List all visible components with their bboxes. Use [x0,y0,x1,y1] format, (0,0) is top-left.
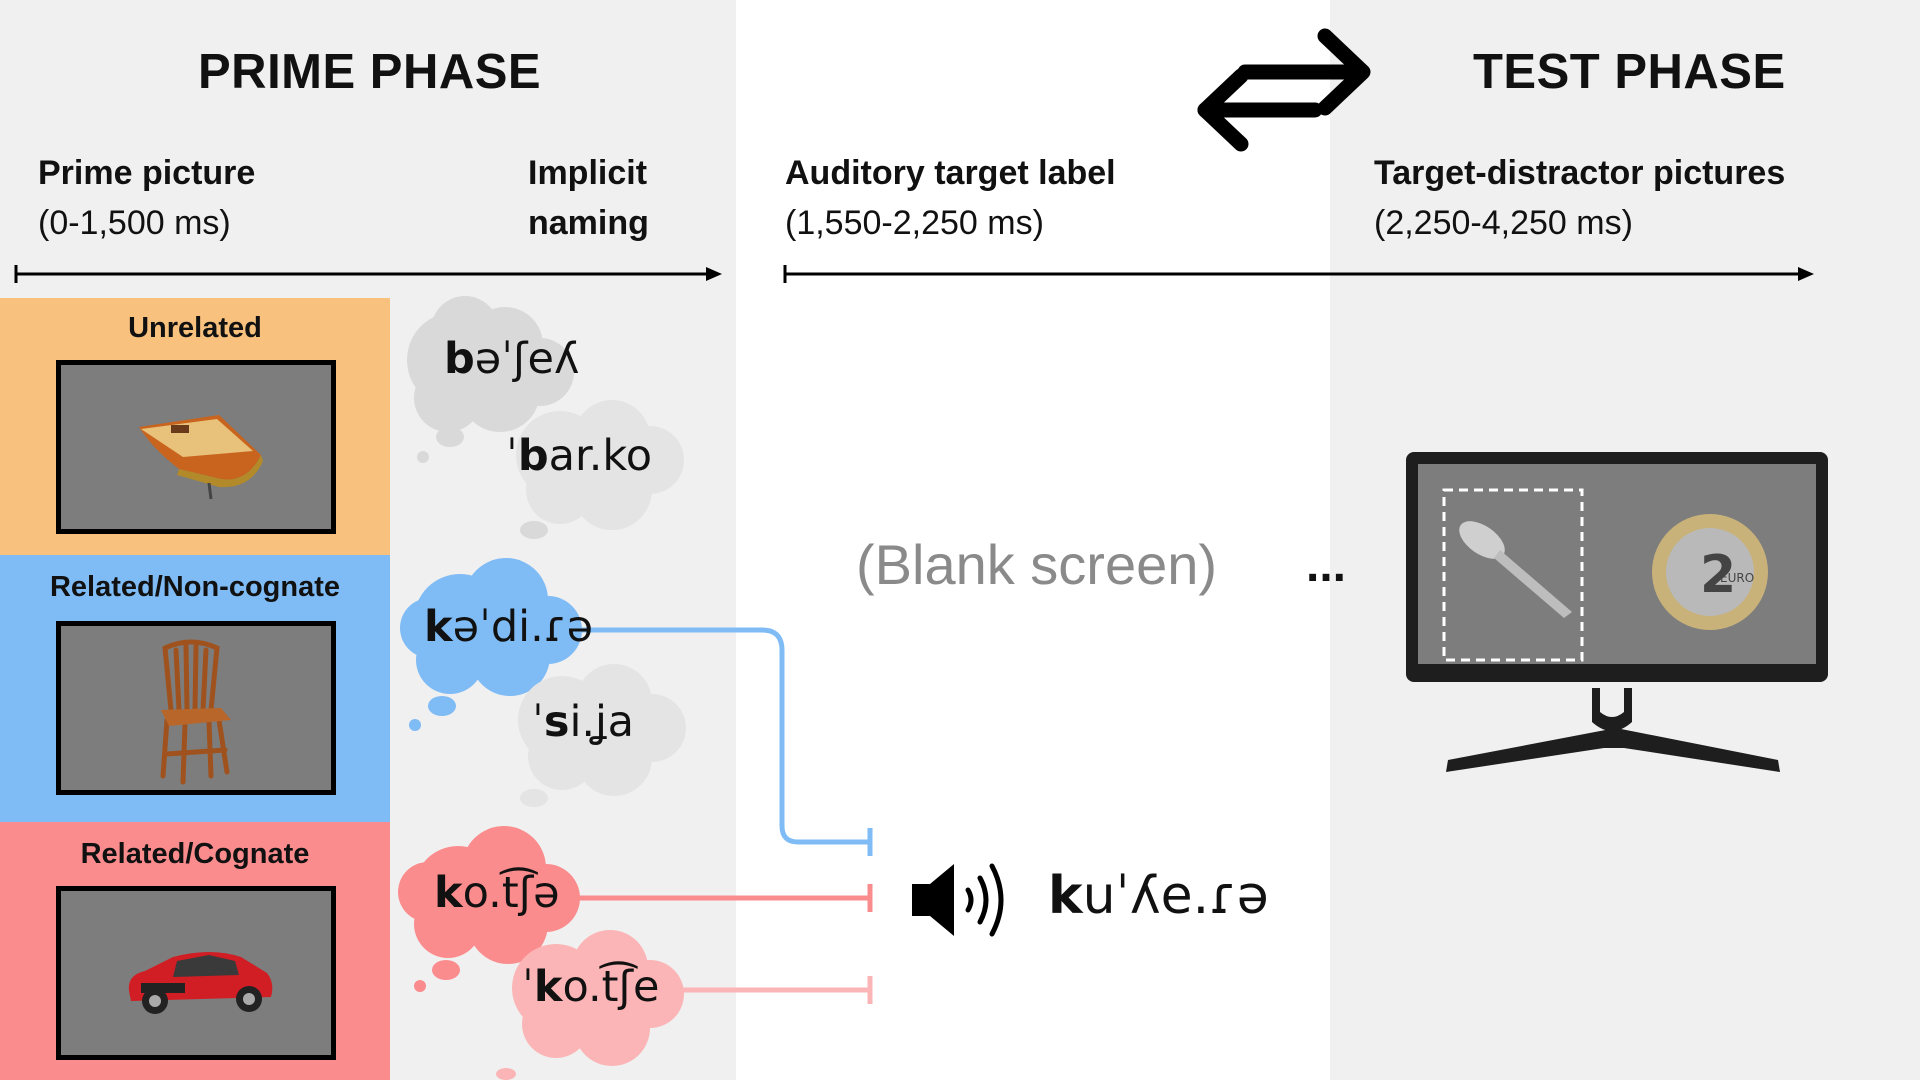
bubble-cognate-2 [512,930,684,1066]
prime-picture-time: (0-1,500 ms) [38,204,231,242]
condition-label: Related/Non-cognate [49,571,341,603]
euro-coin-icon: 2 EURO [1652,514,1768,630]
speaker-icon [912,863,1004,937]
target-box [1442,488,1584,662]
condition-label: Related/Cognate [80,838,310,870]
prime-picture-header: Prime picture (0-1,500 ms) [38,148,255,248]
word-cognate-1: ko.t͡ʃə [434,868,560,918]
bubble-unrelated-1 [407,296,574,432]
condition-label: Unrelated [128,312,262,344]
non-cognate-connector [560,627,870,845]
car-icon [128,952,273,1014]
boat-icon [139,415,263,500]
implicit-naming-line2: naming [528,204,649,242]
condition-cognate: Related/Cognate [0,822,390,1080]
chair-icon [160,639,231,785]
auditory-target-header: Auditory target label (1,550-2,250 ms) [785,148,1116,248]
bubble-unrelated-2 [516,400,684,530]
prime-picture-chair [56,621,336,795]
svg-text:2: 2 [1700,545,1736,605]
auditory-target-title: Auditory target label [785,154,1116,192]
auditory-target-word: kuˈʎe.ɾə [1048,866,1269,926]
auditory-target-time: (1,550-2,250 ms) [785,204,1044,242]
word-non-cognate-2: ˈsi.ʝa [532,697,634,747]
svg-text:EURO: EURO [1720,571,1754,585]
condition-unrelated: Unrelated [0,298,390,555]
prime-picture-title: Prime picture [38,154,256,192]
word-cognate-2: ˈko.t͡ʃe [522,962,660,1012]
implicit-naming-header: Implicit naming [528,148,649,248]
target-distractor-header: Target-distractor pictures (2,250-4,250 … [1374,148,1785,248]
spoon-icon [1459,521,1572,618]
bubble-cognate-1 [398,826,580,964]
target-distractor-time: (2,250-4,250 ms) [1374,204,1633,242]
monitor-icon: 2 EURO [1406,452,1828,772]
prime-phase-title: PRIME PHASE [198,45,542,99]
word-unrelated-2: ˈbar.ko [506,431,653,481]
prime-picture-boat [56,360,336,534]
implicit-naming-line1: Implicit [528,154,648,192]
bubble-non-cognate-2 [518,664,686,796]
blank-screen-label: (Blank screen) [856,533,1218,596]
prime-picture-car [56,886,336,1060]
target-distractor-title: Target-distractor pictures [1374,154,1786,192]
timeline-arrows [14,265,1814,283]
ellipsis: ... [1306,539,1347,592]
swap-arrows-icon [1197,28,1371,152]
word-non-cognate-1: kəˈdi.ɾə [424,602,594,652]
bubble-non-cognate-1 [400,558,582,696]
word-unrelated-1: bəˈʃeʎ [444,334,580,384]
test-phase-title: TEST PHASE [1473,45,1786,99]
condition-non-cognate: Related/Non-cognate [0,555,390,822]
